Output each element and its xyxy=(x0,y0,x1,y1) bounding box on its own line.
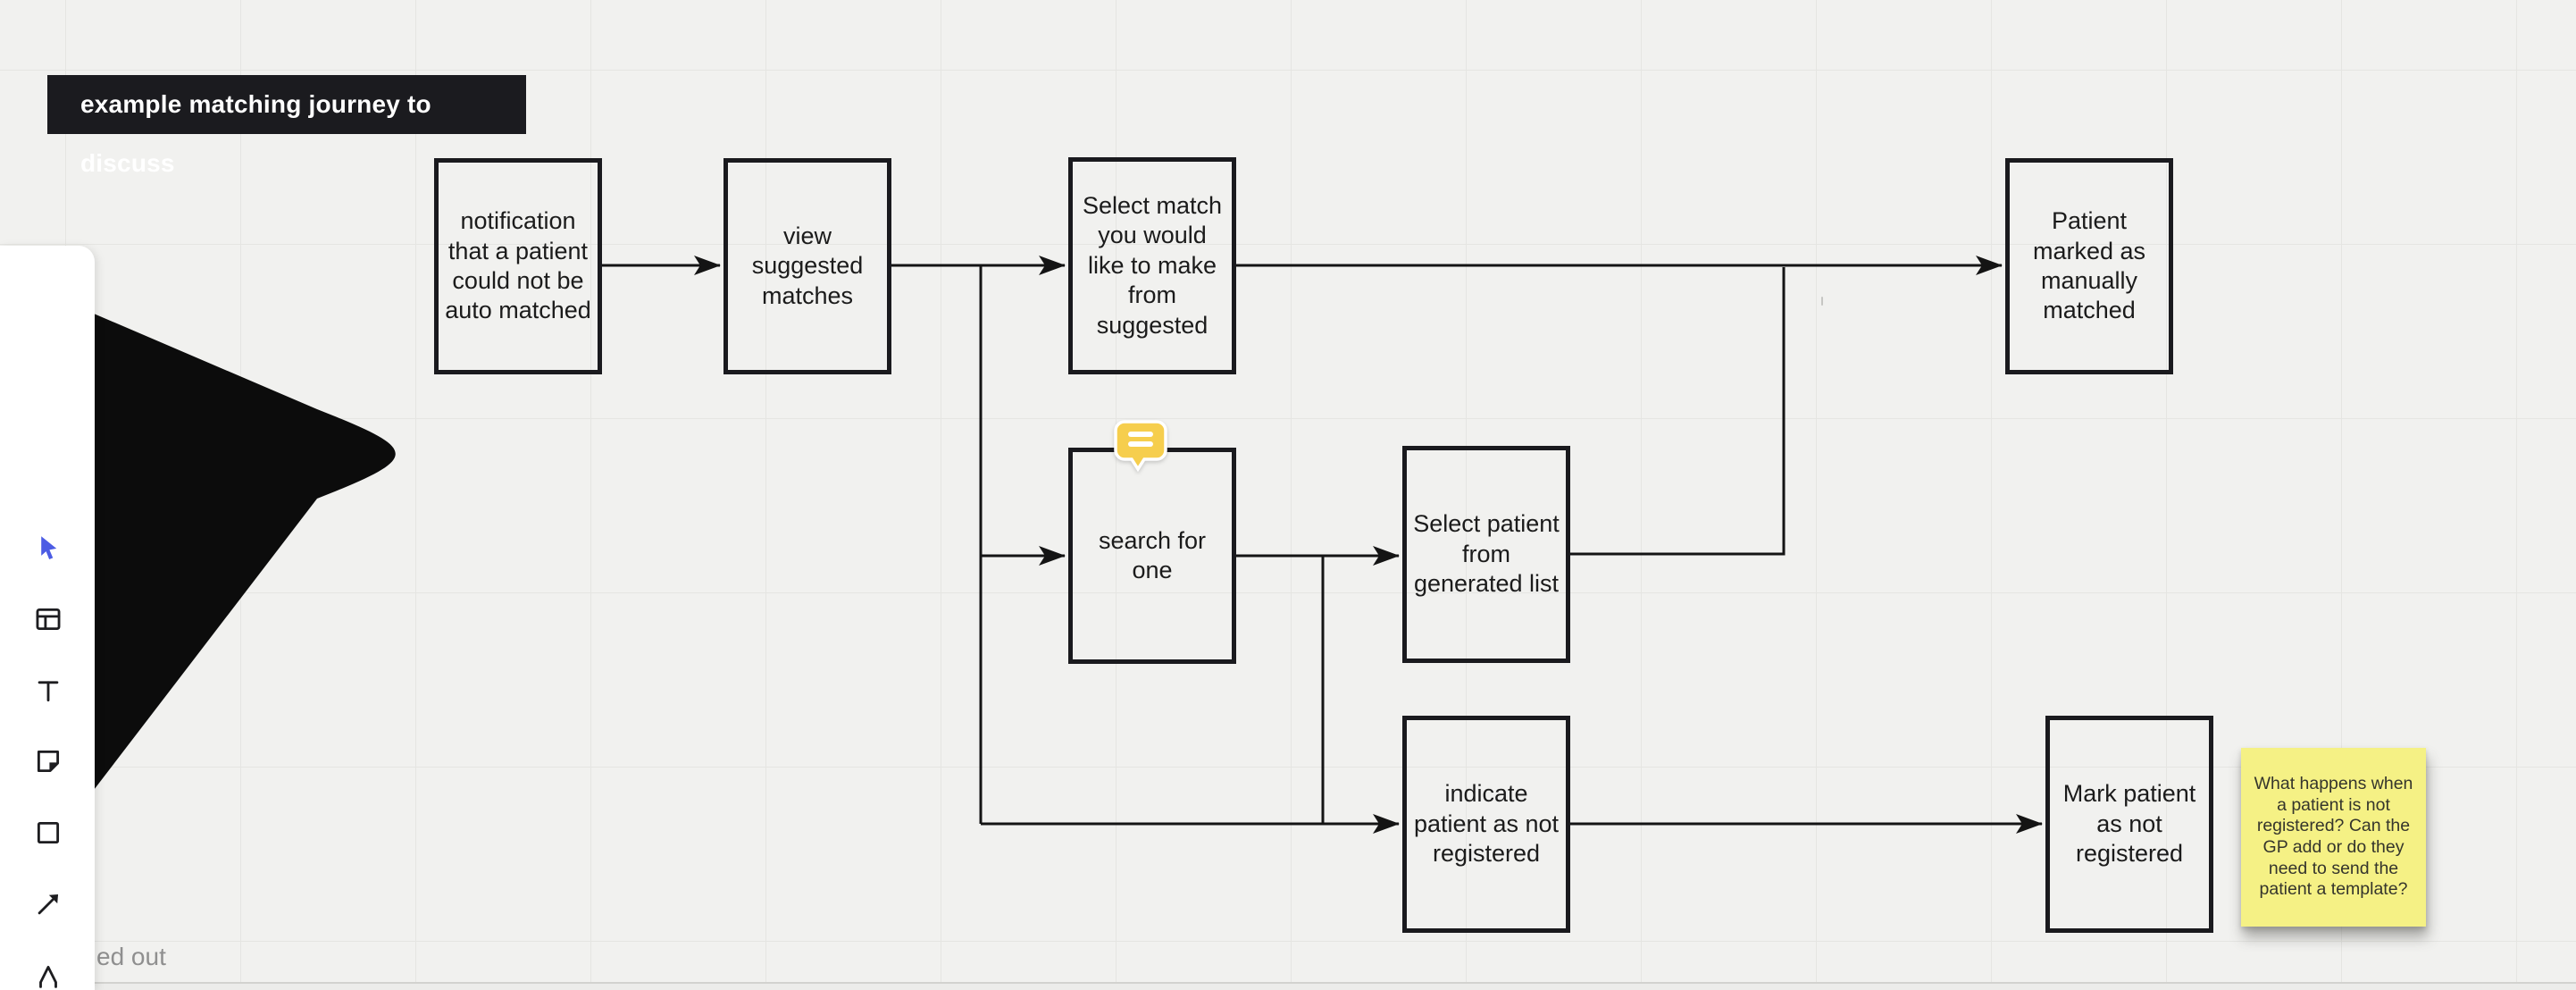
flowchart-node[interactable]: Select patient from generated list xyxy=(1402,446,1570,663)
arrow-icon xyxy=(38,894,59,915)
flowchart-node-label: notification that a patient could not be… xyxy=(445,207,591,324)
text-icon xyxy=(38,681,59,702)
sticky-note-text: What happens when a patient is not regis… xyxy=(2254,774,2413,900)
board-title-text[interactable]: example matching journey to discuss xyxy=(47,75,526,177)
sticky-note-icon xyxy=(37,750,60,773)
stray-mark xyxy=(1821,297,1823,306)
flowchart-node[interactable]: view suggested matches xyxy=(723,158,891,374)
connector-edge[interactable] xyxy=(1570,267,1786,556)
flowchart-node[interactable]: Mark patient as not registered xyxy=(2045,716,2213,933)
sticky-note[interactable]: What happens when a patient is not regis… xyxy=(2241,748,2426,927)
flowchart-node[interactable]: Patient marked as manually matched xyxy=(2005,158,2173,374)
black-arrow-shape[interactable] xyxy=(50,295,396,847)
flowchart-node-label: Mark patient as not registered xyxy=(2062,780,2196,868)
flowchart-node-label: view suggested matches xyxy=(751,222,864,309)
connection-line-tool[interactable] xyxy=(32,888,64,920)
layout-icon xyxy=(36,608,61,631)
templates-tool[interactable] xyxy=(32,603,64,635)
pen-tool[interactable] xyxy=(32,961,64,990)
square-icon xyxy=(37,821,60,844)
flowchart-node[interactable]: notification that a patient could not be… xyxy=(434,158,602,374)
frame-top-border xyxy=(95,982,2576,984)
shape-tool[interactable] xyxy=(32,817,64,849)
flowchart-node[interactable]: search for one xyxy=(1068,448,1236,664)
select-tool[interactable] xyxy=(32,532,64,564)
toolbar xyxy=(0,246,95,990)
pen-icon xyxy=(39,965,57,988)
text-tool[interactable] xyxy=(32,675,64,707)
flowchart-node-label: Patient marked as manually matched xyxy=(2032,207,2146,324)
flowchart-node[interactable]: Select match you would like to make from… xyxy=(1068,157,1236,374)
comment-marker-icon[interactable] xyxy=(1113,420,1168,476)
flowchart-node-label: Select patient from generated list xyxy=(1413,510,1560,598)
flowchart-node-label: Select match you would like to make from… xyxy=(1082,191,1223,339)
frame-area xyxy=(0,984,2576,990)
flowchart-node[interactable]: indicate patient as not registered xyxy=(1402,716,1570,933)
frame-title-label[interactable]: ed out xyxy=(96,943,166,970)
flowchart-node-label: search for one xyxy=(1098,526,1207,583)
sticky-note-tool[interactable] xyxy=(32,745,64,777)
cursor-icon xyxy=(41,536,57,560)
flowchart-node-label: indicate patient as not registered xyxy=(1413,780,1560,868)
